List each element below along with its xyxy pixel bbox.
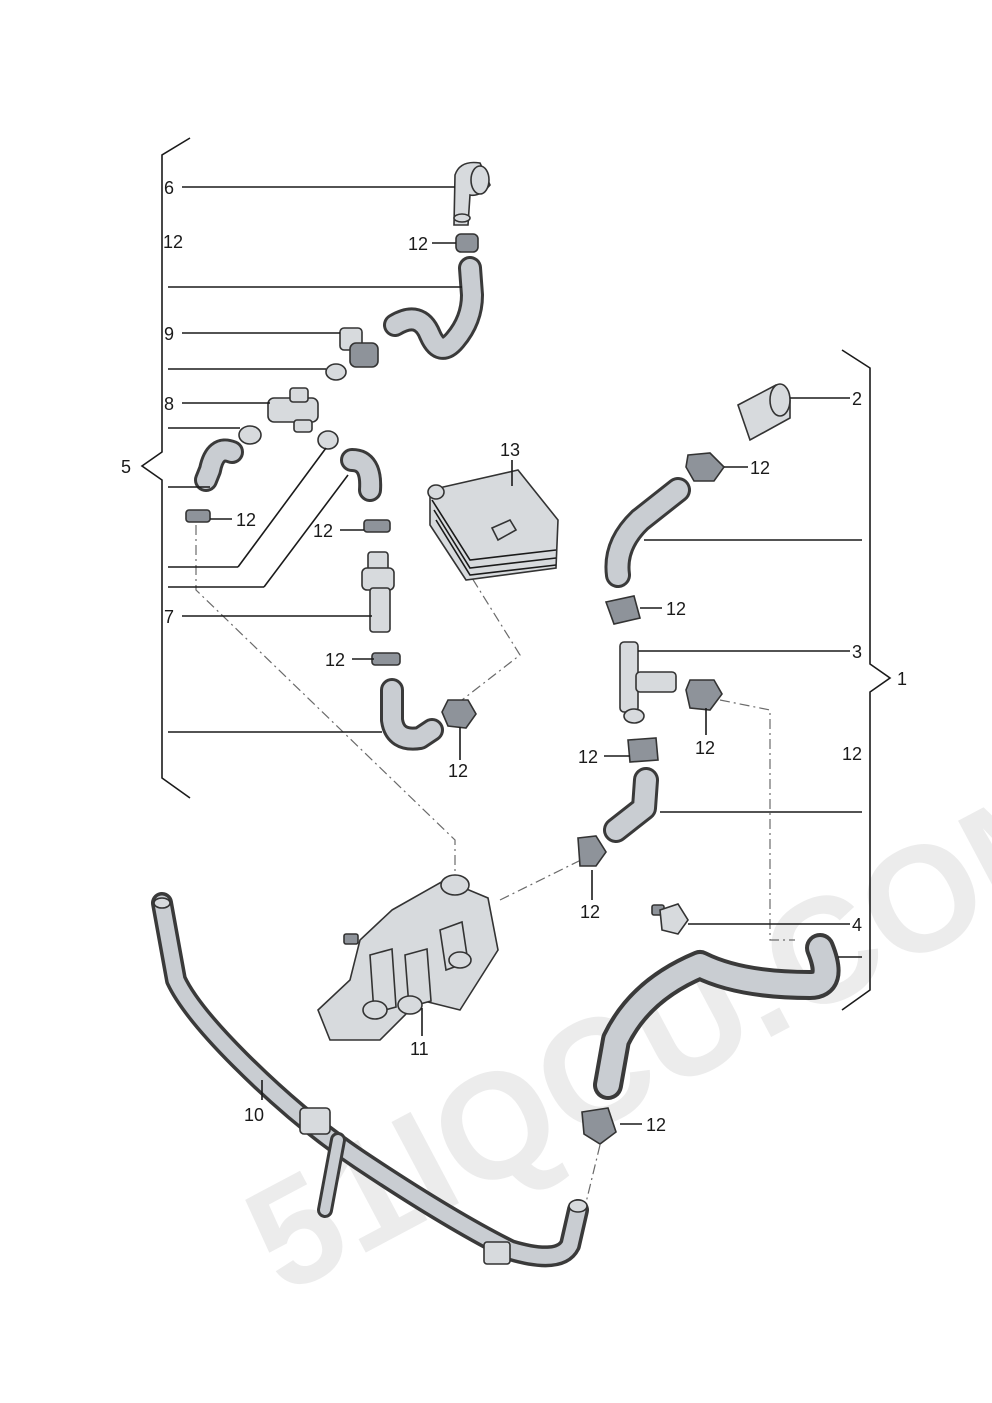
pipe-10: [151, 892, 589, 1268]
clamp-12-left: [185, 509, 211, 523]
hose-5-left: [194, 438, 244, 492]
clamp-12-lower-left: [371, 652, 401, 666]
callouts: 6 12 12 9 8 5 12 12 7 12 12 13 2 12 12 3…: [121, 178, 907, 1135]
callout-12-left: 12: [236, 510, 256, 530]
callout-11: 11: [410, 1039, 429, 1059]
clamp-12-mid: [363, 519, 391, 533]
callout-12-lower-left-2: 12: [448, 761, 468, 781]
callout-12-t-lower: 12: [578, 747, 598, 767]
o-ring-left: [238, 425, 262, 445]
callout-13: 13: [500, 440, 520, 460]
callout-1: 1: [897, 669, 907, 689]
leader-lines: [168, 186, 862, 1125]
hose-mid-left: [340, 448, 383, 502]
water-pump-housing-11: [317, 874, 499, 1041]
callout-12-lower-left: 12: [325, 650, 345, 670]
callout-12-right-bottom: 12: [580, 902, 600, 922]
callout-4: 4: [852, 915, 862, 935]
callout-9: 9: [164, 324, 174, 344]
o-ring-mid: [317, 430, 339, 450]
callout-12-right-edge: 12: [842, 744, 862, 764]
callout-12-right-top: 12: [750, 458, 770, 478]
oil-cooler-13: [427, 469, 559, 581]
t-piece-3: [619, 641, 677, 724]
clamp-12-t-lower: [627, 737, 659, 763]
hose-right-lower: [603, 767, 659, 843]
clamp-12-lower-left-2: [441, 699, 477, 729]
brace-group-5: [140, 137, 191, 799]
clamp-12-t-right: [685, 679, 723, 711]
callout-12-t-right: 12: [695, 738, 715, 758]
callout-12-bottom: 12: [646, 1115, 666, 1135]
callout-5: 5: [121, 457, 131, 477]
hose-lower-left: [380, 678, 444, 751]
t-piece-8: [267, 387, 319, 433]
callout-12-mid: 12: [313, 521, 333, 541]
clamp-12-right-top: [685, 452, 726, 482]
bracket-4: [651, 903, 689, 935]
callout-10: 10: [244, 1105, 264, 1125]
callout-12-left-top: 12: [163, 232, 183, 252]
connector-7: [361, 551, 395, 633]
callout-2: 2: [852, 389, 862, 409]
callout-8: 8: [164, 394, 174, 414]
callout-12-right-mid: 12: [666, 599, 686, 619]
brace-group-1: [841, 349, 892, 1011]
hose-right-upper: [604, 477, 691, 588]
o-ring-upper: [325, 363, 347, 381]
clamp-9: [339, 327, 379, 368]
hose-2-right: [737, 383, 791, 442]
clamp-12-bottom: [581, 1107, 617, 1145]
hose-long-right: [593, 933, 841, 1100]
callout-6: 6: [164, 178, 174, 198]
clamp-12-right-mid: [604, 595, 641, 625]
callout-3: 3: [852, 642, 862, 662]
hose-6-elbow: [453, 161, 491, 226]
clamp-12-right-bottom: [577, 835, 607, 867]
callout-7: 7: [164, 607, 174, 627]
callout-12-top: 12: [408, 234, 428, 254]
clamp-12-top: [455, 233, 479, 253]
hose-upper-s: [383, 256, 484, 360]
